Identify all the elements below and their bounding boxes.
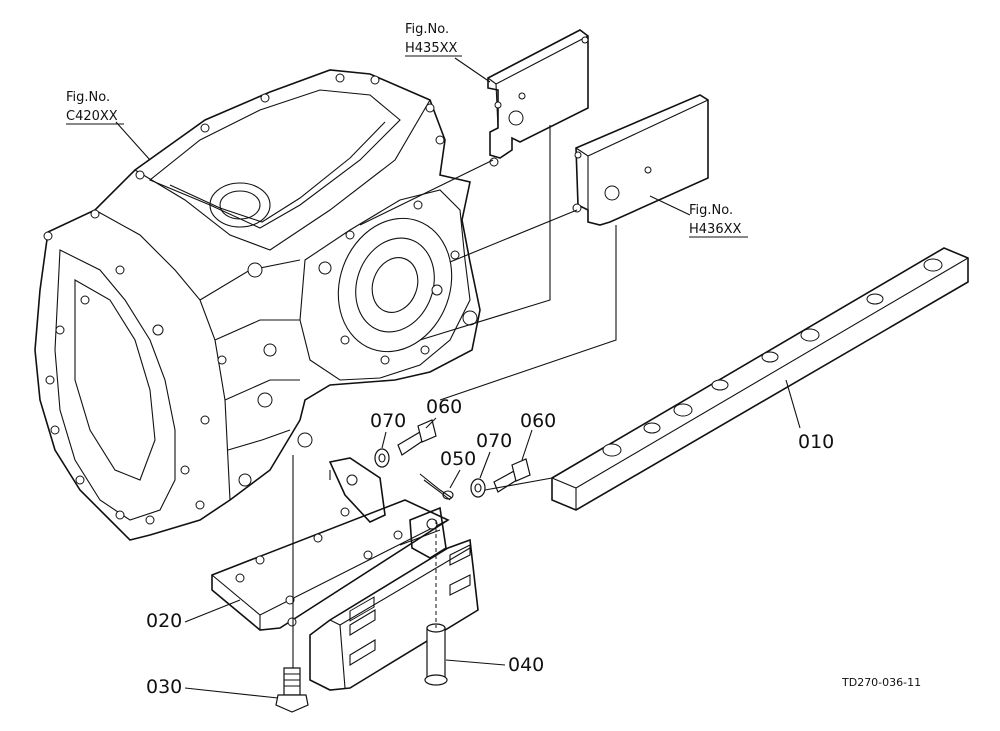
transmission-case	[34, 69, 481, 541]
bolt-030	[275, 667, 309, 713]
part-label-030: 030	[146, 676, 182, 698]
figref-c420: Fig.No. C420XX	[66, 90, 124, 125]
part-label-060b: 060	[520, 410, 556, 432]
figref-c420-line2: C420XX	[66, 109, 118, 124]
figref-h436-line2: H436XX	[689, 222, 741, 237]
figref-c420-line1: Fig.No.	[66, 90, 110, 105]
drawbar-frame	[211, 457, 479, 691]
drawbar	[551, 247, 969, 511]
figref-h435-line1: Fig.No.	[405, 22, 449, 37]
bolt-060b	[493, 458, 531, 493]
assembly-lines	[292, 125, 617, 668]
pin-050	[419, 473, 454, 501]
figref-h435: Fig.No. H435XX	[405, 22, 462, 57]
part-label-040: 040	[508, 654, 544, 676]
bracket-plate-h435	[487, 29, 589, 167]
part-label-070a: 070	[370, 410, 406, 432]
drawing-code: TD270-036-11	[841, 676, 921, 689]
part-label-010: 010	[798, 431, 834, 453]
part-label-020: 020	[146, 610, 182, 632]
figref-h436-line1: Fig.No.	[689, 203, 733, 218]
part-label-060a: 060	[426, 396, 462, 418]
leader-lines	[115, 57, 801, 699]
part-label-050: 050	[440, 448, 476, 470]
washer-070a	[374, 448, 390, 468]
part-label-070b: 070	[476, 430, 512, 452]
washer-070b	[470, 478, 486, 498]
bracket-plate-h436	[572, 94, 709, 226]
figref-h436: Fig.No. H436XX	[689, 203, 748, 238]
figref-h435-line2: H435XX	[405, 41, 457, 56]
bolt-060a	[397, 419, 437, 456]
pin-040	[424, 623, 448, 686]
